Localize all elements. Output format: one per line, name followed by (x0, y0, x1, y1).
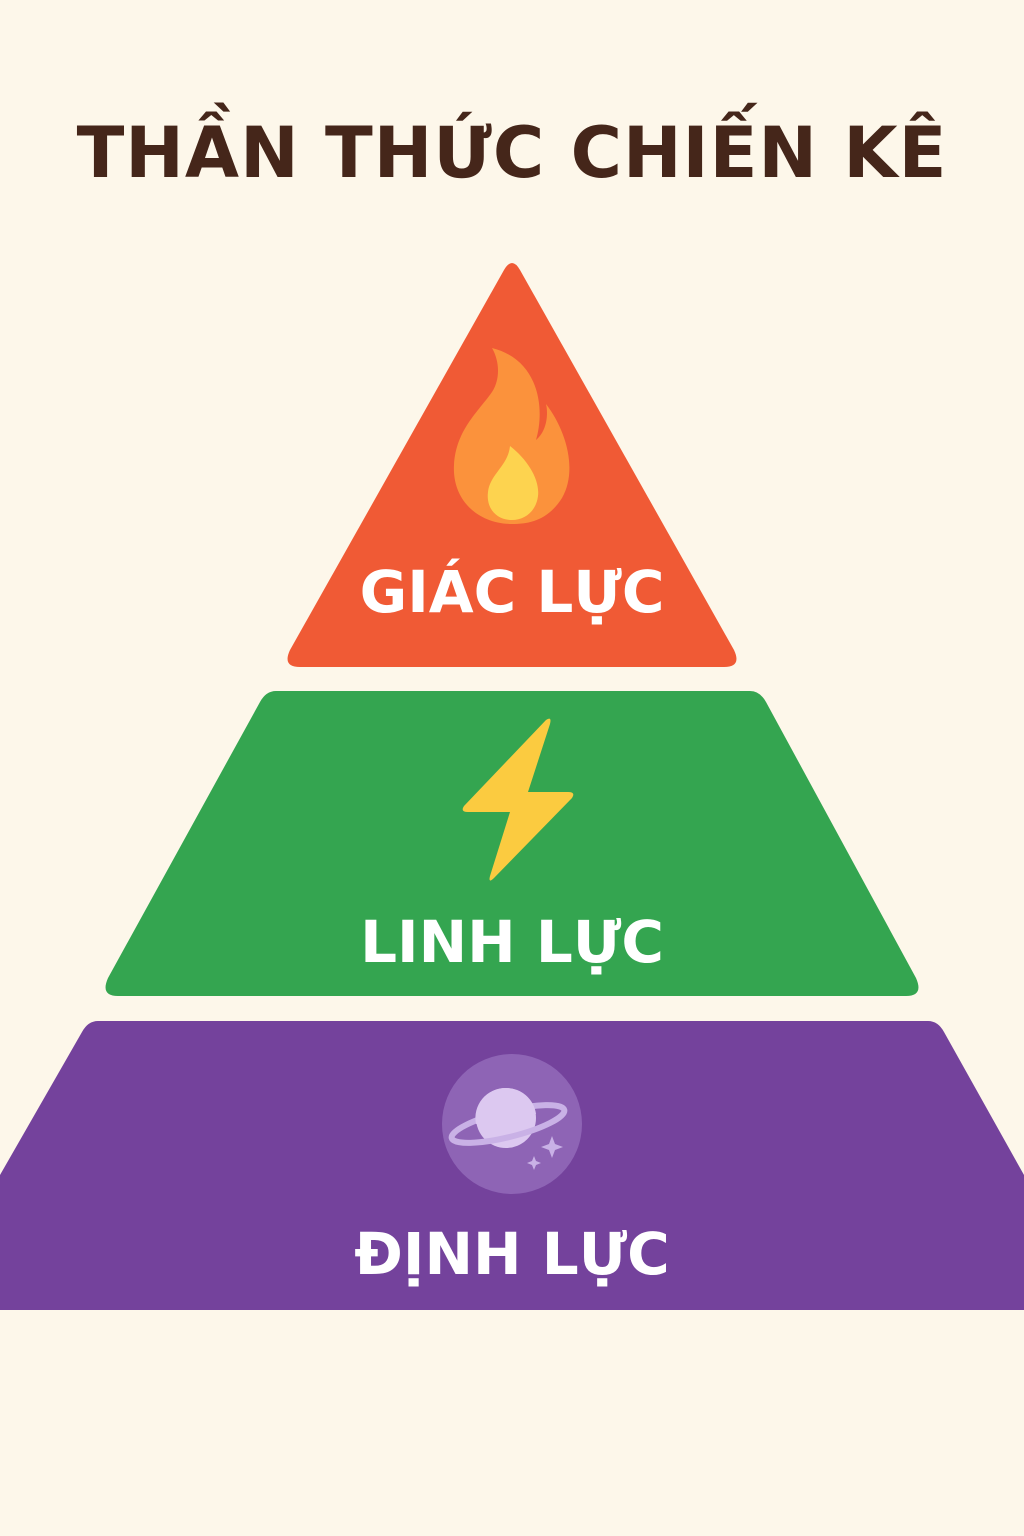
sparkle-icon (541, 1136, 563, 1158)
planet-icon (442, 1054, 582, 1194)
pyramid-level-bottom: ĐỊNH LỰC (0, 1021, 1024, 1310)
lightning-icon (462, 718, 574, 881)
level-label-linh-luc: LINH LỰC (360, 908, 664, 976)
level-label-giac-luc: GIÁC LỰC (360, 557, 665, 626)
sparkle-icon (527, 1156, 541, 1170)
pyramid-level-top: GIÁC LỰC (287, 263, 737, 667)
pyramid-level-middle: LINH LỰC (105, 691, 919, 996)
diagram-title: THẦN THỨC CHIẾN KÊ (76, 112, 948, 194)
level-label-dinh-luc: ĐỊNH LỰC (354, 1220, 669, 1288)
fire-icon (453, 348, 570, 524)
